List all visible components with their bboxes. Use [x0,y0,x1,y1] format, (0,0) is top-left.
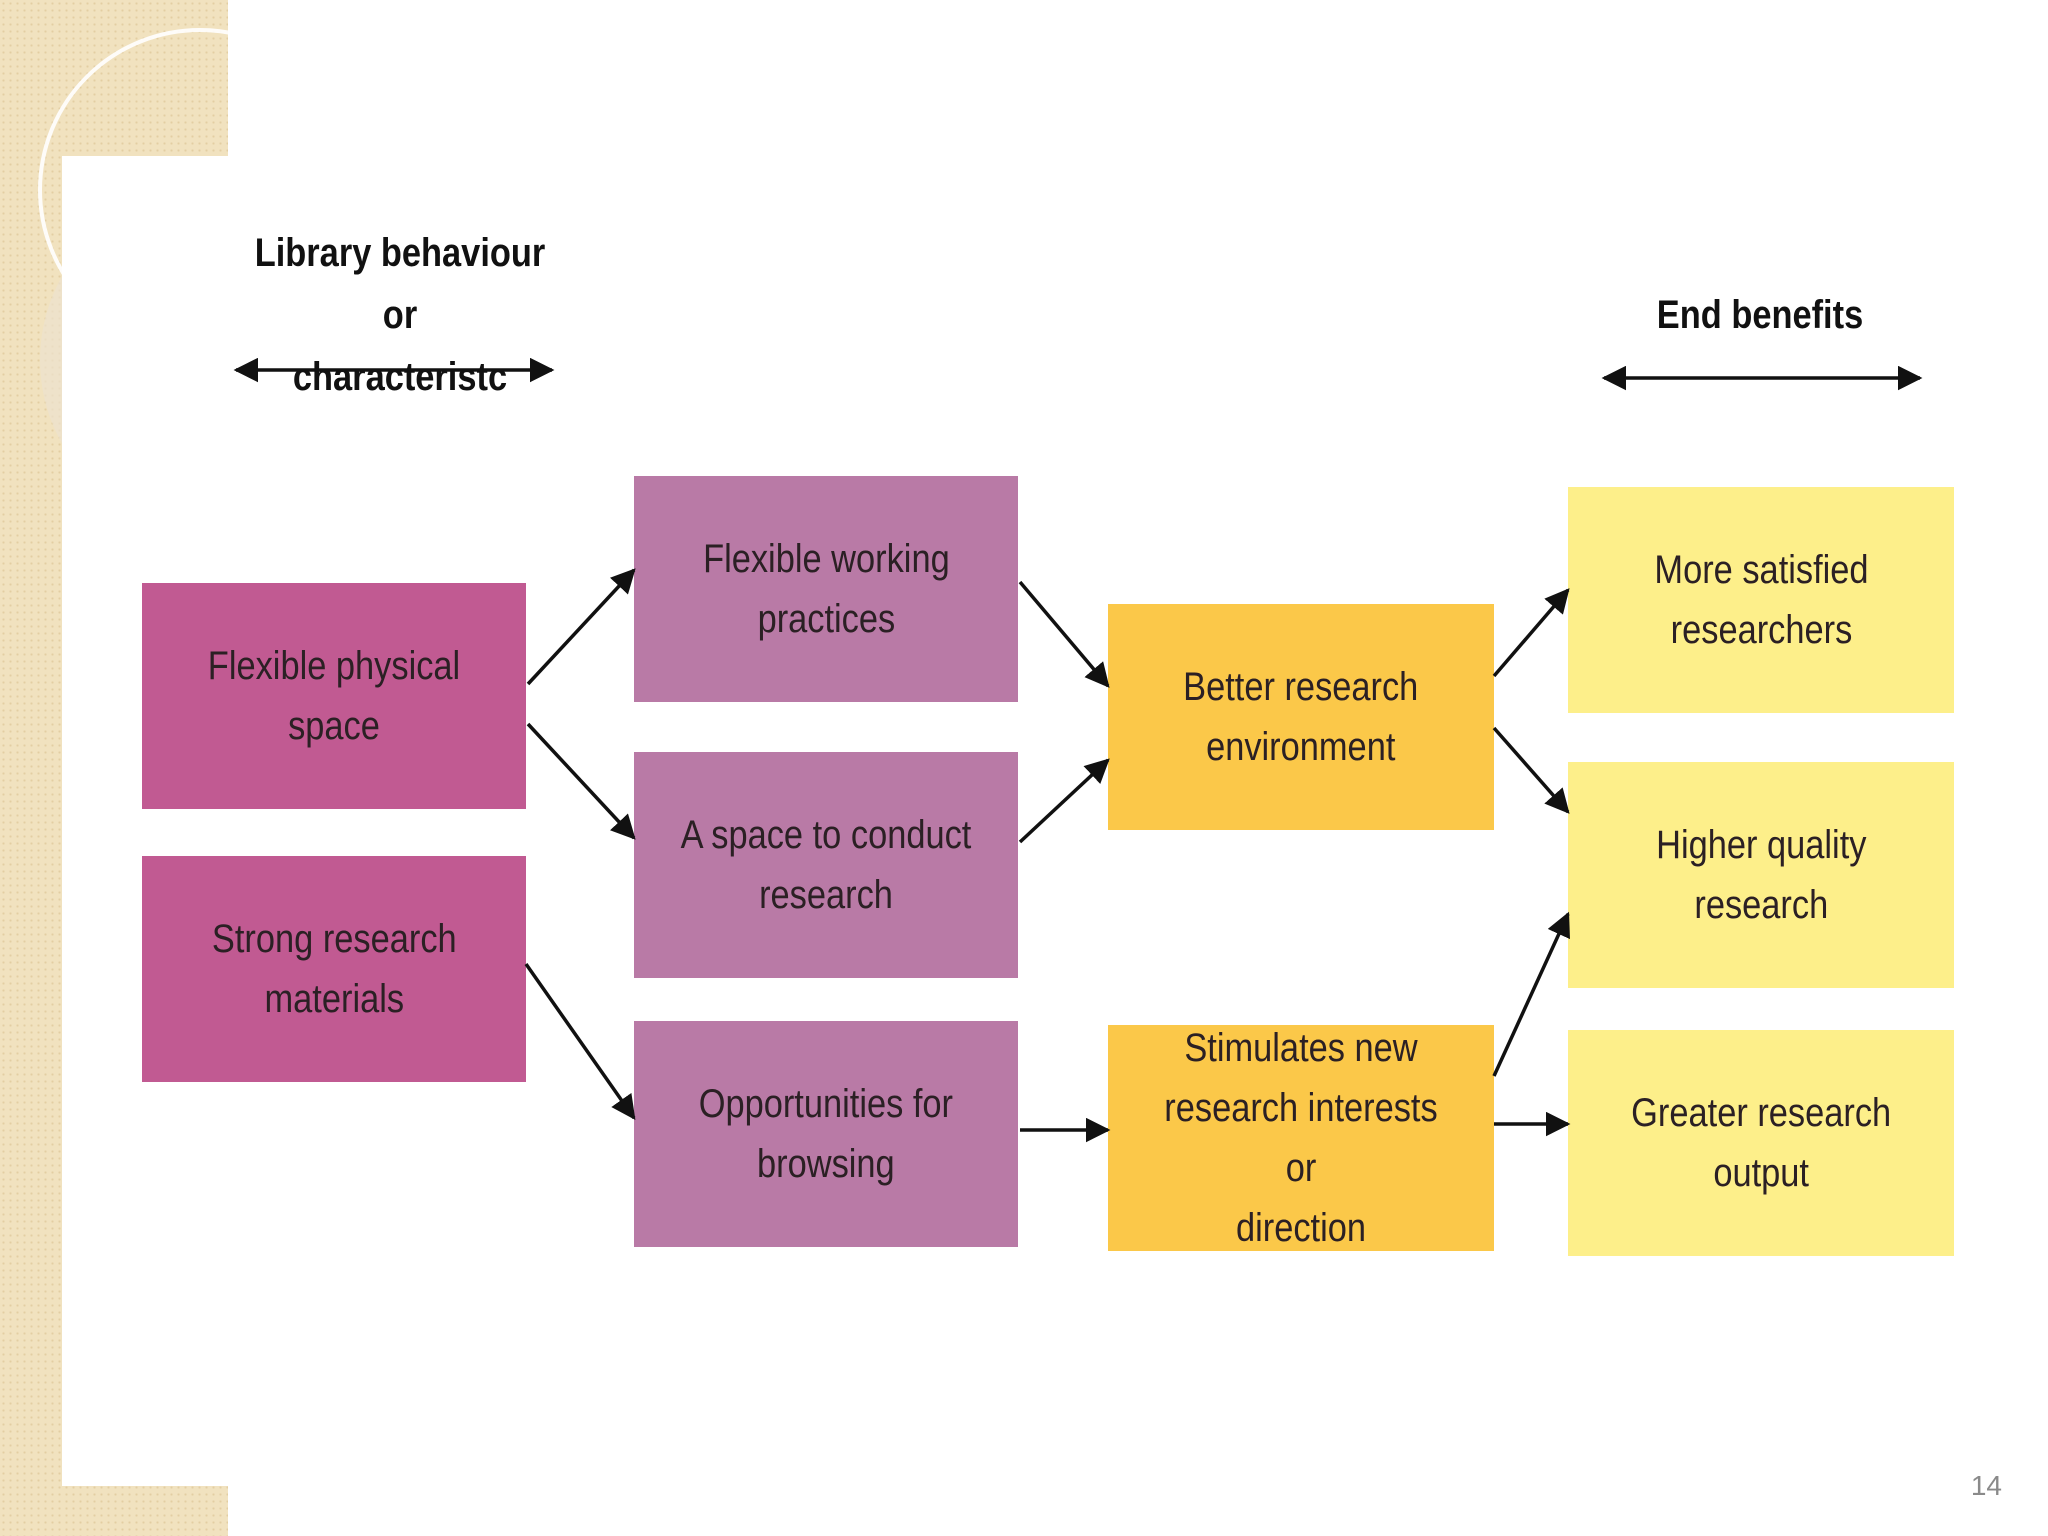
box-label-line: Stimulates new [1184,1026,1418,1070]
box-label-line: Strong research [211,917,457,961]
box-stimulates-new-research: Stimulates new research interests or dir… [1108,1025,1494,1251]
page-number: 14 [1970,1470,2002,1501]
box-label-line: direction [1235,1206,1367,1250]
box-better-research-environment: Better research environment [1108,604,1494,830]
box-label-line: practices [757,597,895,641]
box-label-line: research interests or [1164,1086,1438,1190]
box-label-line: research [1694,883,1828,927]
arrow-physical-to-space [526,722,636,840]
box-label-line: output [1713,1151,1809,1195]
box-label-line: Higher quality [1655,823,1867,867]
box-strong-research-materials: Strong research materials [142,856,526,1082]
box-opportunities-for-browsing: Opportunities for browsing [634,1021,1018,1247]
box-flexible-working-practices: Flexible working practices [634,476,1018,702]
box-label-line: Flexible working [702,537,950,581]
box-more-satisfied-researchers: More satisfied researchers [1568,487,1954,713]
box-label-line: research [759,873,893,917]
box-label: Flexible physical space [207,644,461,748]
box-label-line: More satisfied [1653,548,1869,592]
arrow-space-to-environment [1018,758,1110,844]
box-label-line: Better research [1183,665,1419,709]
box-label-line: researchers [1670,608,1852,652]
box-space-to-conduct-research: A space to conduct research [634,752,1018,978]
box-label-line: environment [1206,725,1396,769]
box-label-line: Opportunities for [698,1082,954,1126]
arrow-working-to-environment [1018,580,1110,688]
box-greater-research-output: Greater research output [1568,1030,1954,1256]
left-header-line-1: Library behaviour or [254,231,546,337]
box-label-line: A space to conduct [680,813,972,857]
right-header: End benefits [1640,284,1881,346]
right-header-text: End benefits [1656,293,1864,337]
box-label-line: Greater research [1630,1091,1892,1135]
arrow-stimulates-to-quality [1492,911,1570,1077]
box-label-line: browsing [757,1142,895,1186]
box-flexible-physical-space: Flexible physical space [142,583,526,809]
arrow-environment-to-satisfied [1492,588,1570,678]
arrow-materials-to-browsing [524,962,636,1121]
box-higher-quality-research: Higher quality research [1568,762,1954,988]
arrow-environment-to-quality [1492,726,1570,814]
box-label-line: materials [264,977,404,1021]
arrow-physical-to-working [526,568,636,686]
